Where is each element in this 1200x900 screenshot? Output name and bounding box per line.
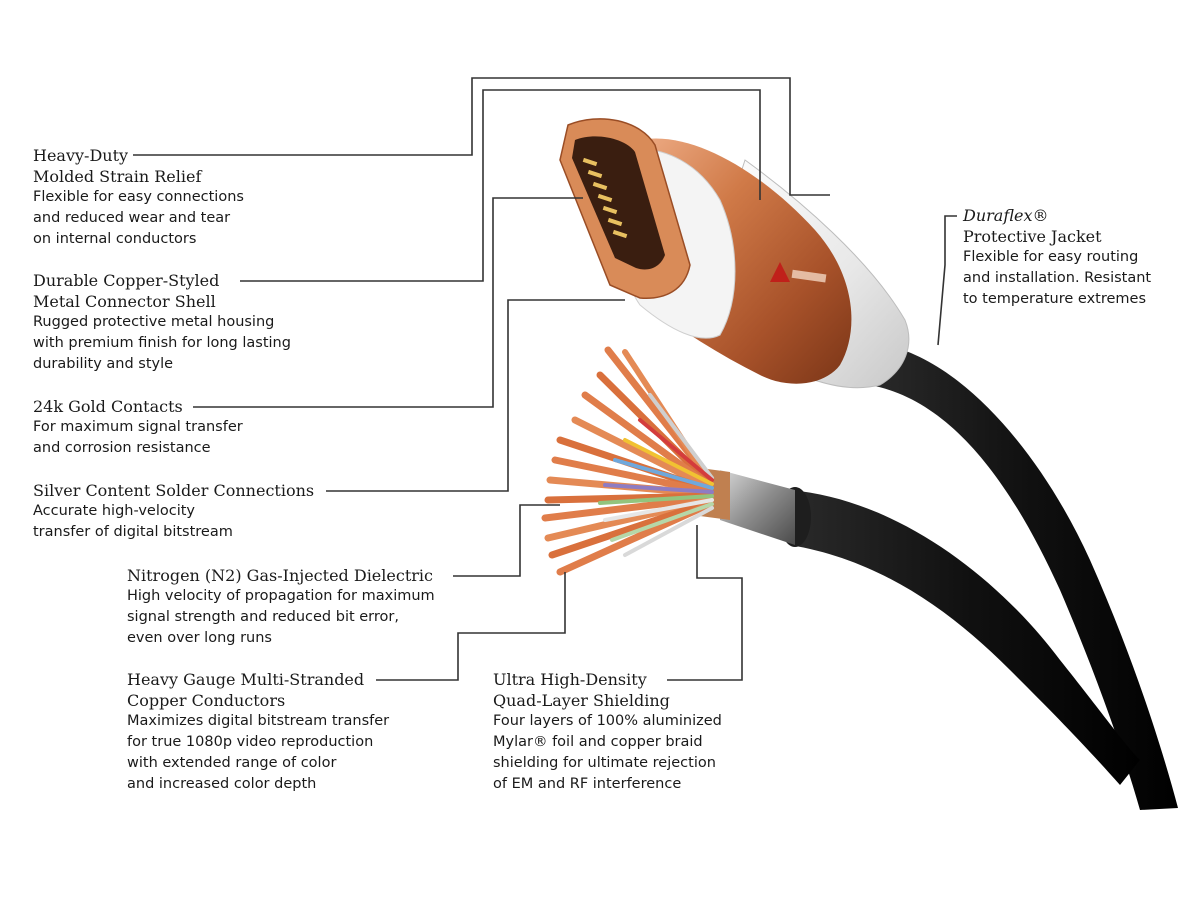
jacket-desc-2: and installation. Resistant xyxy=(963,270,1152,286)
leader-gold-contacts xyxy=(193,197,583,408)
jacket-brand-name: Duraflex® xyxy=(963,206,1049,225)
conductors-desc-1: Maximizes digital bitstream transfer xyxy=(127,713,390,729)
conductors-title-2: Copper Conductors xyxy=(127,691,286,710)
leader-solder xyxy=(326,299,625,492)
strain-relief-desc-2: and reduced wear and tear xyxy=(33,210,231,226)
brand-label-strip xyxy=(791,269,827,283)
leader-jacket xyxy=(937,215,957,346)
callout-gold-contacts: 24k Gold Contacts For maximum signal tra… xyxy=(33,396,243,459)
lower-jacket xyxy=(790,490,1140,785)
shielding-desc-1: Four layers of 100% aluminized xyxy=(493,713,722,729)
gold-contacts-desc-2: and corrosion resistance xyxy=(33,440,211,456)
connector-shell-desc-1: Rugged protective metal housing xyxy=(33,314,275,330)
shielding-desc-2: Mylar® foil and copper braid xyxy=(493,734,703,750)
connector-shell-title-1: Durable Copper-Styled xyxy=(33,271,220,290)
callout-jacket: Duraflex® Protective Jacket Flexible for… xyxy=(963,205,1151,310)
brand-mark-icon xyxy=(770,262,790,282)
dielectric-desc-3: even over long runs xyxy=(127,630,272,646)
callout-dielectric: Nitrogen (N2) Gas-Injected Dielectric Hi… xyxy=(127,565,435,649)
shielding-title-1: Ultra High-Density xyxy=(493,670,647,689)
shielding-desc-4: of EM and RF interference xyxy=(493,776,682,792)
shielding-title-2: Quad-Layer Shielding xyxy=(493,691,670,710)
connector-shell-desc-3: durability and style xyxy=(33,356,174,372)
strain-relief-desc-3: on internal conductors xyxy=(33,231,197,247)
jacket-desc-3: to temperature extremes xyxy=(963,291,1147,307)
callout-conductors: Heavy Gauge Multi-Stranded Copper Conduc… xyxy=(127,669,389,795)
shielding-desc-3: shielding for ultimate rejection xyxy=(493,755,716,771)
conductors-title-1: Heavy Gauge Multi-Stranded xyxy=(127,670,365,689)
gold-contacts-desc-1: For maximum signal transfer xyxy=(33,419,243,435)
upper-jacket xyxy=(870,345,1178,810)
fanned-conductors xyxy=(541,346,714,576)
conductors-desc-4: and increased color depth xyxy=(127,776,317,792)
connector-shell-desc-2: with premium finish for long lasting xyxy=(33,335,291,351)
leader-dielectric xyxy=(453,504,560,577)
conductors-desc-2: for true 1080p video reproduction xyxy=(127,734,374,750)
leader-connector-shell xyxy=(240,89,761,282)
dielectric-title: Nitrogen (N2) Gas-Injected Dielectric xyxy=(127,566,433,585)
dielectric-desc-1: High velocity of propagation for maximum xyxy=(127,588,435,604)
leader-strain-relief xyxy=(133,77,830,196)
gold-contacts-title: 24k Gold Contacts xyxy=(33,397,183,416)
callout-strain-relief: Heavy-Duty Molded Strain Relief Flexible… xyxy=(33,145,244,250)
jacket-title-2: Protective Jacket xyxy=(963,227,1102,246)
conductors-desc-3: with extended range of color xyxy=(127,755,337,771)
strain-relief-title-1: Heavy-Duty xyxy=(33,146,129,165)
solder-title: Silver Content Solder Connections xyxy=(33,481,315,500)
solder-desc-1: Accurate high-velocity xyxy=(33,503,195,519)
leader-conductors xyxy=(376,572,566,681)
callout-shielding: Ultra High-Density Quad-Layer Shielding … xyxy=(493,669,722,795)
strain-relief-title-2: Molded Strain Relief xyxy=(33,167,202,186)
leader-lines xyxy=(133,77,957,681)
gold-contacts xyxy=(582,157,628,239)
dielectric-desc-2: signal strength and reduced bit error, xyxy=(127,609,399,625)
shield-braid xyxy=(720,470,795,545)
connector-opening xyxy=(572,136,665,270)
strain-relief-desc-1: Flexible for easy connections xyxy=(33,189,244,205)
connector-shell-title-2: Metal Connector Shell xyxy=(33,292,216,311)
callout-connector-shell: Durable Copper-Styled Metal Connector Sh… xyxy=(33,270,291,375)
lower-cable xyxy=(700,468,1140,785)
jacket-title-brand: Duraflex® xyxy=(963,205,1151,226)
jacket-desc-1: Flexible for easy routing xyxy=(963,249,1139,265)
solder-desc-2: transfer of digital bitstream xyxy=(33,524,233,540)
callout-solder: Silver Content Solder Connections Accura… xyxy=(33,480,314,543)
upper-cable xyxy=(559,118,1178,810)
leader-shielding xyxy=(667,525,743,681)
